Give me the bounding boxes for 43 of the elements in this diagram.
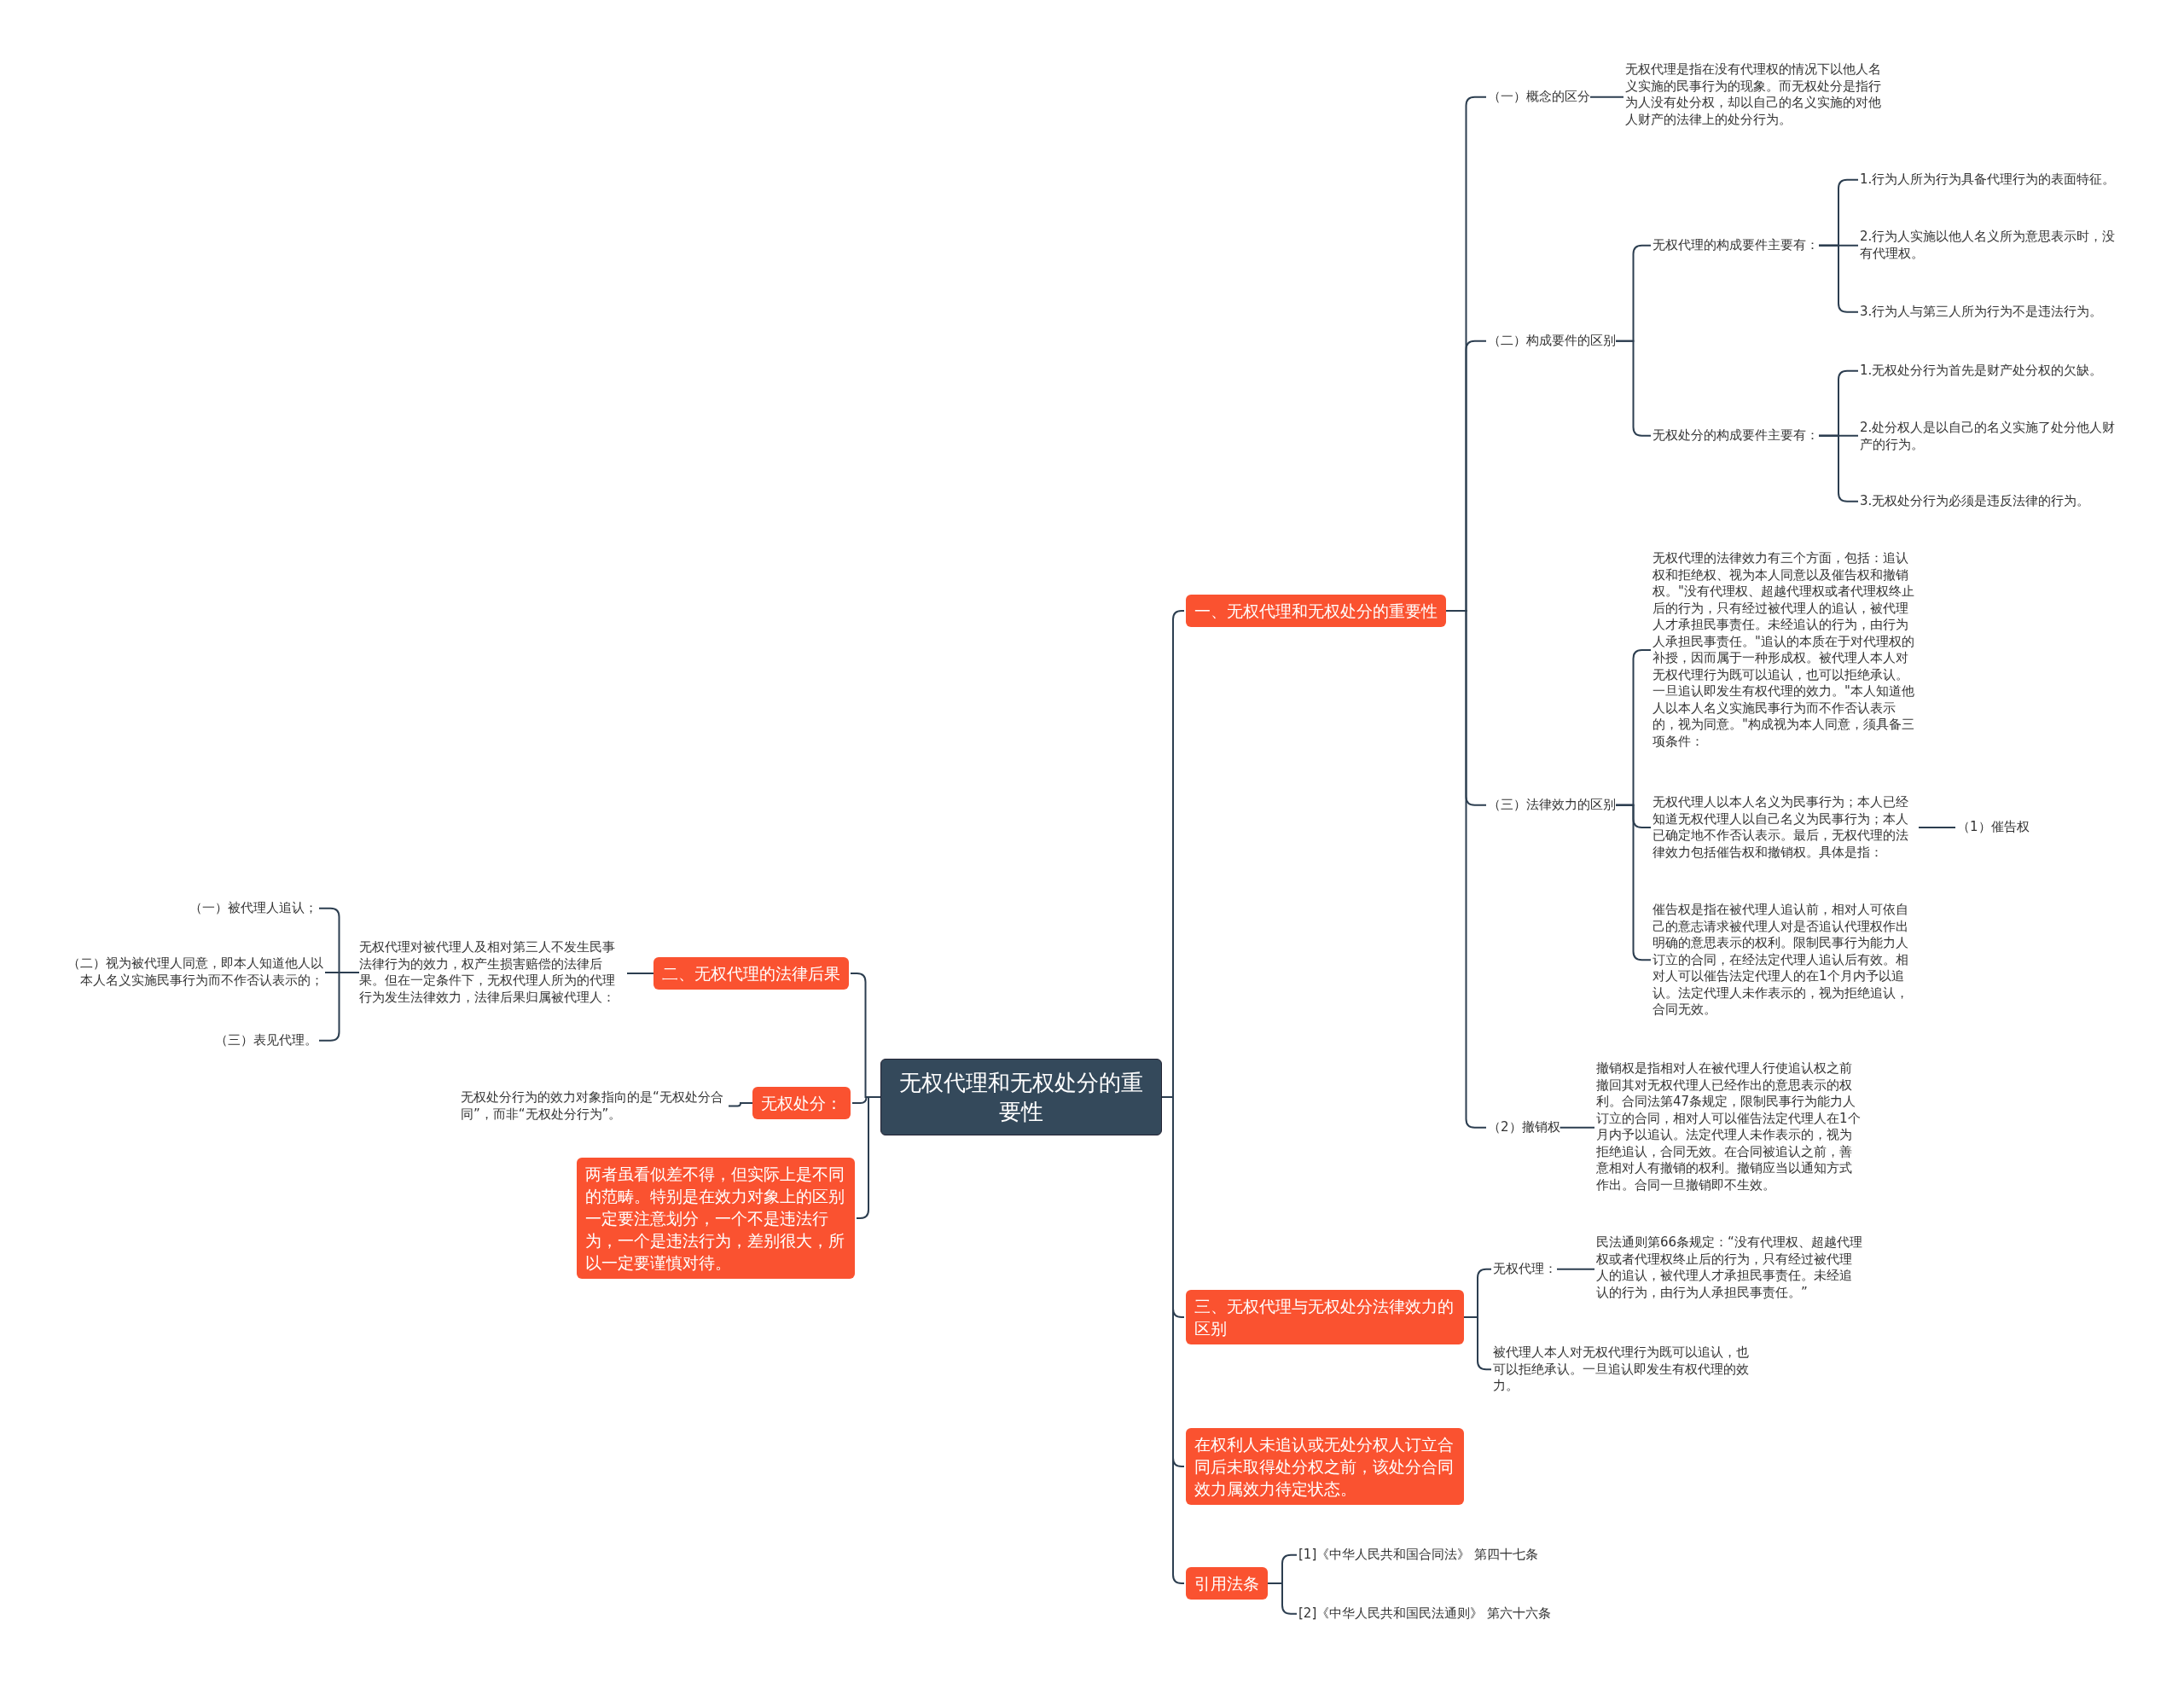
- branch-text: 催告权是指在被代理人追认前，相对人可依自己的意志请求被代理人对是否追认代理权作出明确的意思表示的权利。限制民事行为能力人订立的合同，在经法定代理人追认后有效。相对人可以催告法定代理人的在1个月内予以追认。法定代理人未作表示的，视为拒绝追认，合同无效。: [1653, 902, 1919, 1019]
- branch-text: 无权代理的法律效力有三个方面，包括：追认权和拒绝权、视为本人同意以及催告权和撤销权。"没有代理权、超越代理权或者代理权终止后的行为，只有经过被代理人的追认，被代理人才承担民事责任。未经追认的行为，由行为人承担民事责任。"追认的本质在于对代理权的补授，因而属于一种形成权。被代理人本人对无权代理行为既可以追认，也可以拒绝承认。一旦追认即发生有权代理的效力。"本人知道他人以本人名义实施民事行为而不作否认表示的，视为同意。"构成视为本人同意，须具备三项条件：: [1653, 550, 1919, 750]
- topic-box: 二、无权代理的法律后果: [653, 957, 849, 990]
- branch-text: 3.无权处分行为必须是违反法律的行为。: [1860, 493, 2090, 510]
- branch-text: [2]《中华人民共和国民法通则》 第六十六条: [1298, 1606, 1551, 1623]
- branch-text: （二）视为被代理人同意，即本人知道他人以本人名义实施民事行为而不作否认表示的；: [56, 955, 323, 989]
- branch-text: 无权处分行为的效力对象指向的是“无权处分合同”，而非“无权处分行为”。: [461, 1089, 727, 1123]
- topic-box: 引用法条: [1186, 1567, 1268, 1600]
- branch-text: （三）法律效力的区别: [1488, 797, 1616, 814]
- topic-box: 在权利人未追认或无处分权人订立合同后未取得处分权之前，该处分合同效力属效力待定状态。: [1186, 1428, 1464, 1505]
- branch-text: 撤销权是指相对人在被代理人行使追认权之前撤回其对无权代理人已经作出的意思表示的权利。合同法第47条规定，限制民事行为能力人订立的合同，相对人可以催告法定代理人在1个月内予以追认。法定代理人未作表示的，视为拒绝追认，合同无效。在合同被追认之前，善意相对人有撤销的权利。撤销应当以通知方式作出。合同一旦撤销即不生效。: [1596, 1060, 1862, 1193]
- branch-text: 无权代理是指在没有代理权的情况下以他人名义实施的民事行为的现象。而无权处分是指行为人没有处分权，却以自己的名义实施的对他人财产的法律上的处分行为。: [1625, 61, 1891, 128]
- connector-line: [1589, 96, 1624, 98]
- connector-line: [1556, 1268, 1595, 1270]
- branch-text: 被代理人本人对无权代理行为既可以追认，也可以拒绝承认。一旦追认即发生有权代理的效力。: [1493, 1344, 1759, 1395]
- branch-text: 1.无权处分行为首先是财产处分权的欠缺。: [1860, 363, 2103, 380]
- branch-text: （2）撤销权: [1488, 1119, 1560, 1136]
- topic-box: 两者虽看似差不得，但实际上是不同的范畴。特别是在效力对象上的区别一定要注意划分，一个不是违法行为，一个是违法行为，差别很大，所以一定要谨慎对待。: [577, 1158, 855, 1279]
- branch-text: 3.行为人与第三人所为行为不是违法行为。: [1860, 304, 2103, 321]
- branch-text: [1]《中华人民共和国合同法》 第四十七条: [1298, 1547, 1538, 1564]
- connector-line: [1559, 1126, 1595, 1129]
- branch-text: 无权代理：: [1493, 1261, 1557, 1278]
- topic-box: 无权处分：: [752, 1087, 851, 1119]
- branch-text: 民法通则第66条规定：“没有代理权、超越代理权或者代理权终止后的行为，只有经过被代理人的追认，被代理人才承担民事责任。未经追认的行为，由行为人承担民事责任。”: [1596, 1234, 1862, 1301]
- branch-text: 无权代理对被代理人及相对第三人不发生民事法律行为的效力，权产生损害赔偿的法律后果。但在一定条件下，无权代理人所为的代理行为发生法律效力，法律后果归属被代理人：: [359, 939, 625, 1006]
- topic-box: 三、无权代理与无权处分法律效力的区别: [1186, 1290, 1464, 1344]
- branch-text: 2.行为人实施以他人名义所为意思表示时，没有代理权。: [1860, 229, 2126, 262]
- central-topic: 无权代理和无权处分的重要性: [880, 1059, 1162, 1135]
- branch-text: （一）概念的区分: [1488, 89, 1590, 106]
- branch-text: 1.行为人所为行为具备代理行为的表面特征。: [1860, 171, 2116, 189]
- connector-line: [626, 973, 654, 974]
- branch-text: （二）构成要件的区别: [1488, 333, 1616, 350]
- branch-text: （一）被代理人追认；: [154, 900, 317, 917]
- branch-text: （三）表见代理。: [154, 1032, 317, 1049]
- branch-text: 无权处分的构成要件主要有：: [1653, 427, 1819, 444]
- connector-line: [856, 1096, 881, 1219]
- branch-text: 无权代理人以本人名义为民事行为；本人已经知道无权代理人以自己名义为民事行为；本人已确定地不作否认表示。最后，无权代理的法律效力包括催告权和撤销权。具体是指：: [1653, 794, 1919, 861]
- branch-text: 2.处分权人是以自己的名义实施了处分他人财产的行为。: [1860, 420, 2126, 453]
- connector-line: [728, 1102, 753, 1107]
- topic-box: 一、无权代理和无权处分的重要性: [1186, 595, 1446, 627]
- branch-text: （1）催告权: [1957, 819, 2030, 836]
- branch-text: 无权代理的构成要件主要有：: [1653, 237, 1819, 254]
- connector-line: [1918, 827, 1956, 828]
